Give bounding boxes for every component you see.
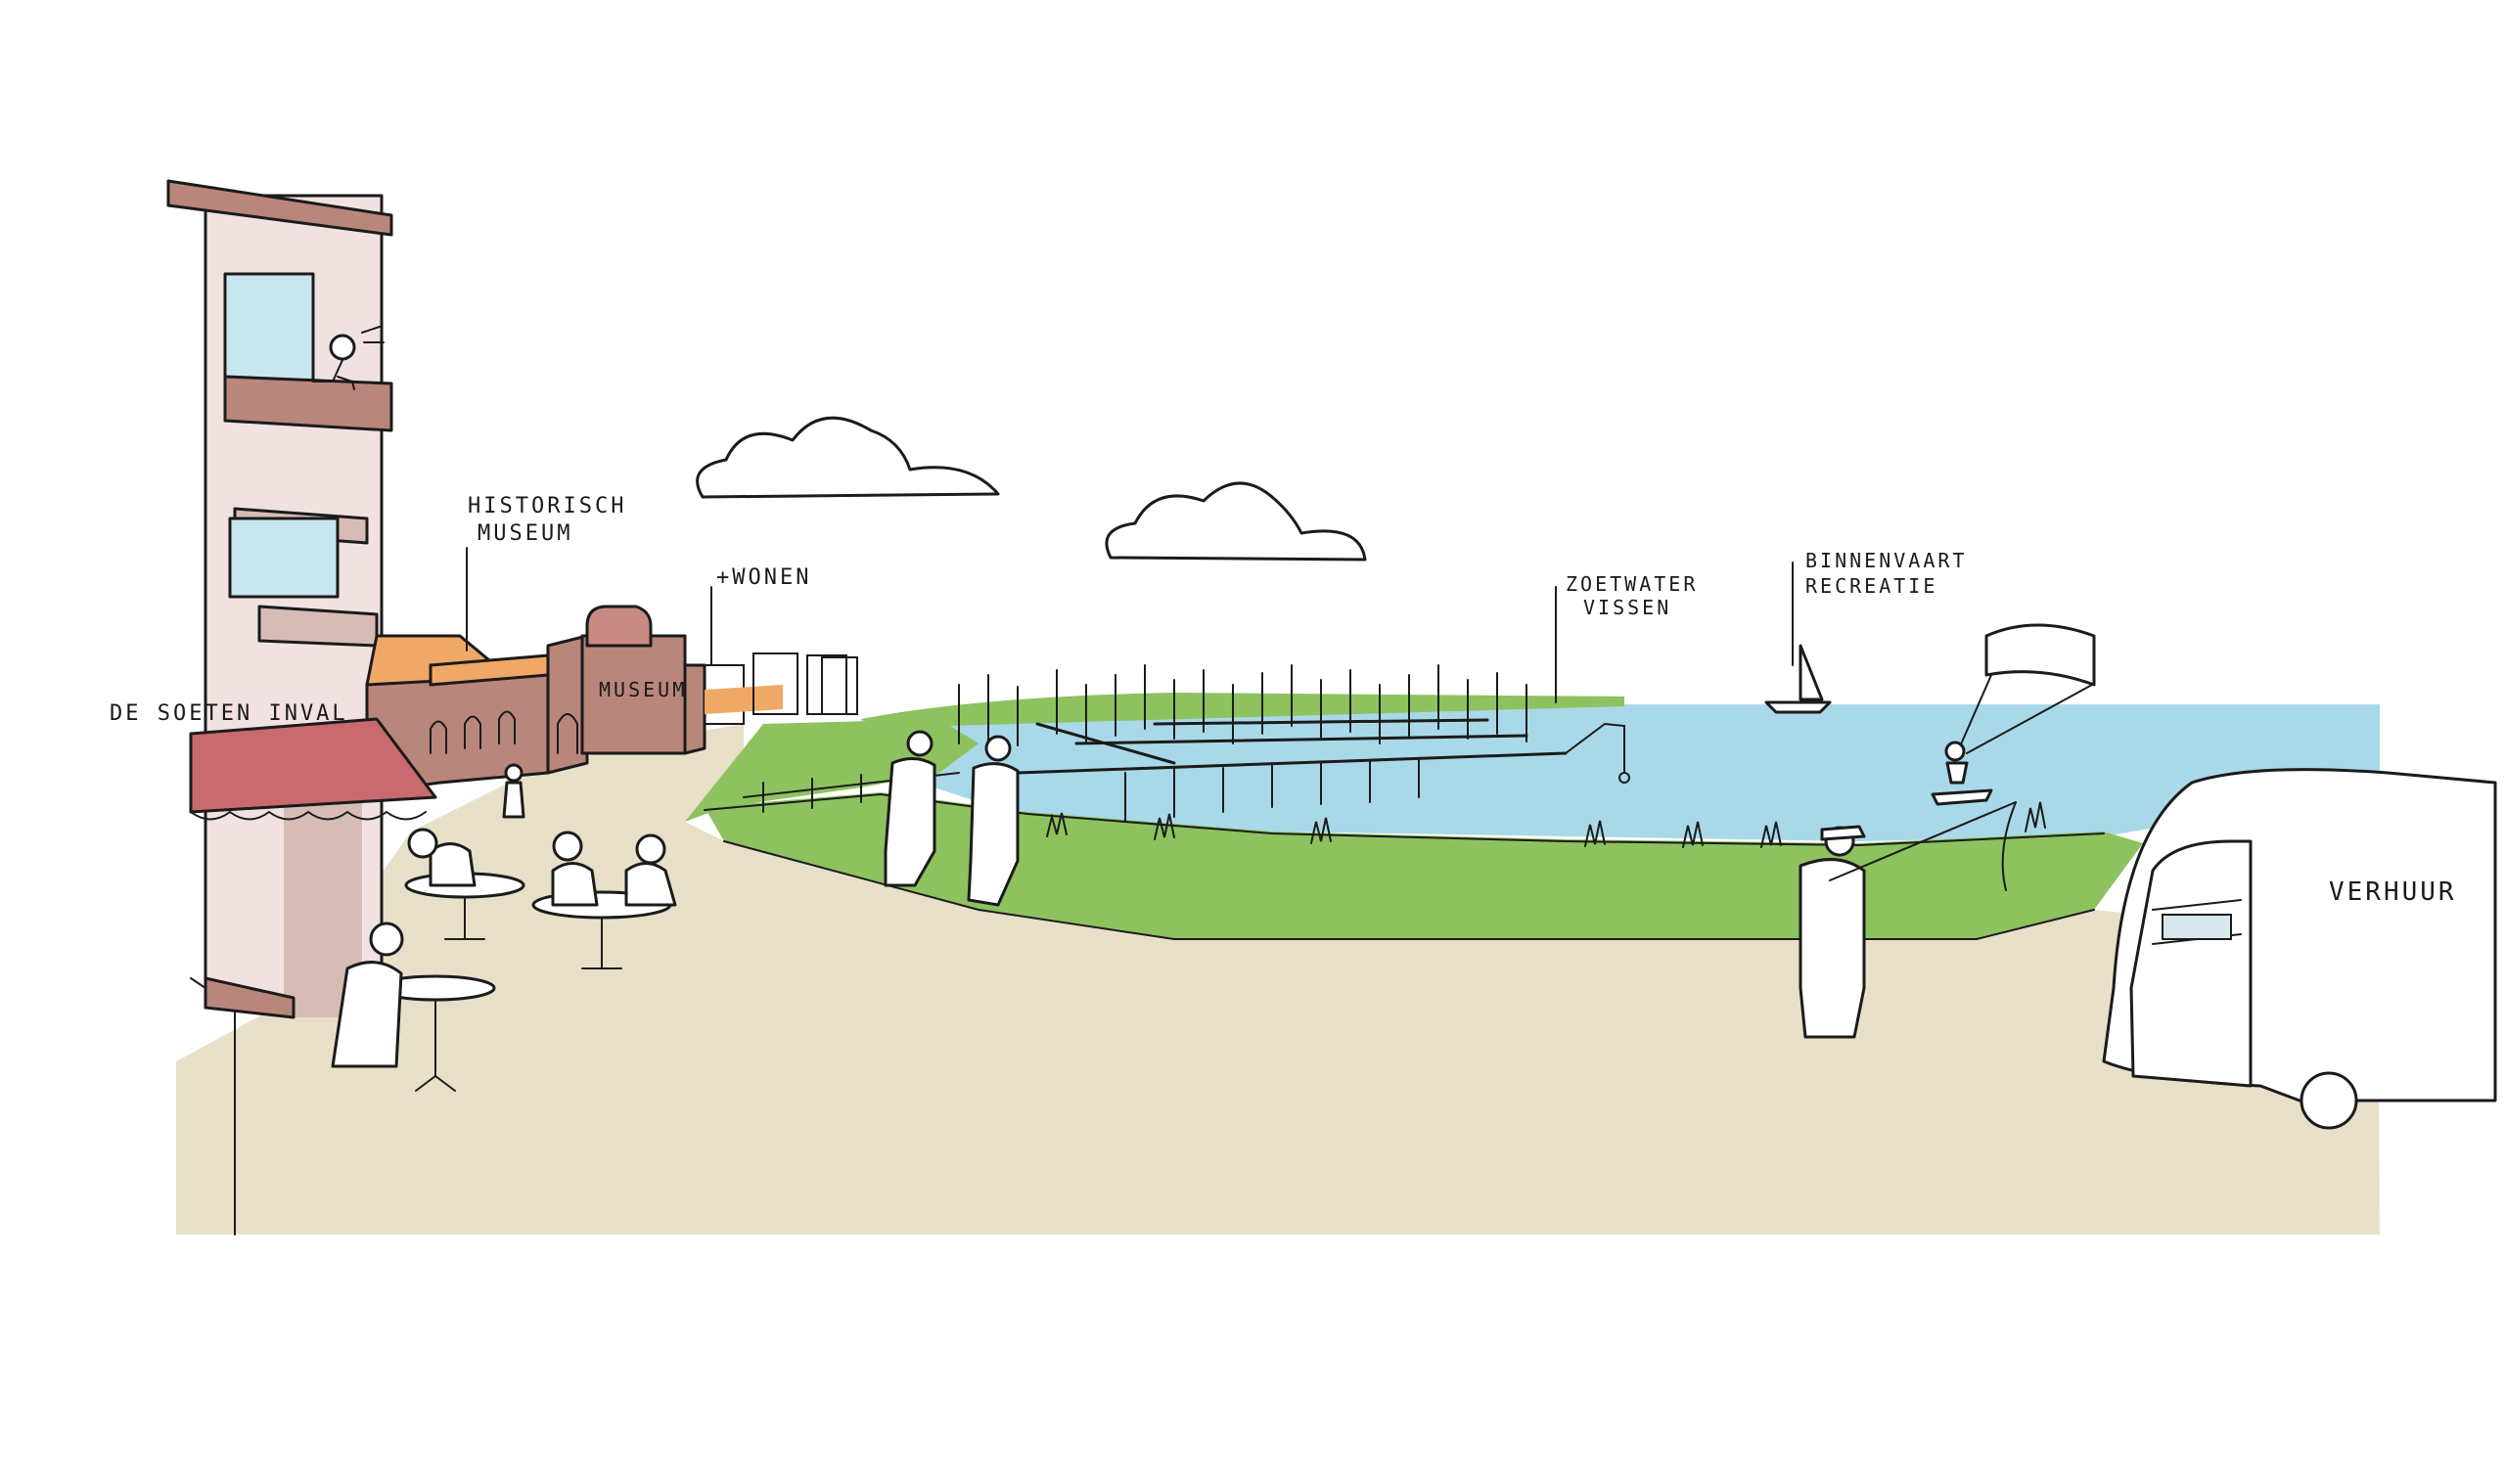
label-verhuur: VERHUUR (2329, 877, 2457, 907)
kitesurfer (1931, 623, 2096, 806)
distant-houses (704, 652, 858, 725)
label-binnenvaart-line1: BINNENVAART (1805, 549, 1967, 572)
label-historisch-museum-line2: MUSEUM (478, 521, 572, 546)
rental-van (2102, 768, 2497, 1130)
reed-tufts (1046, 801, 2046, 848)
label-wonen: +WONEN (716, 565, 811, 590)
embankment-main (705, 792, 2143, 939)
fisherman (1799, 801, 2017, 1039)
museum-building (365, 605, 706, 794)
cloud-right (1105, 481, 1367, 562)
label-restaurant: DE SOETEN INVAL (110, 701, 348, 726)
restaurant-awning (189, 717, 437, 1236)
walking-people (502, 730, 1020, 907)
far-shore (861, 693, 1624, 728)
cloud-left (696, 416, 1000, 499)
apartment-tower (166, 179, 393, 1017)
label-museum-sign: MUSEUM (599, 678, 687, 701)
label-binnenvaart-line2: RECREATIE (1805, 574, 1937, 598)
marina (958, 664, 1630, 823)
cafe-terrace (331, 828, 677, 1092)
label-zoetwater-line1: ZOETWATER (1566, 572, 1698, 596)
lake-water (861, 704, 2380, 841)
quay-ground (176, 724, 2380, 1235)
label-historisch-museum-line1: HISTORISCH (468, 494, 626, 518)
sailboat (1764, 644, 1832, 714)
leader-lines (466, 547, 1794, 703)
label-zoetwater-line2: VISSEN (1583, 596, 1671, 619)
